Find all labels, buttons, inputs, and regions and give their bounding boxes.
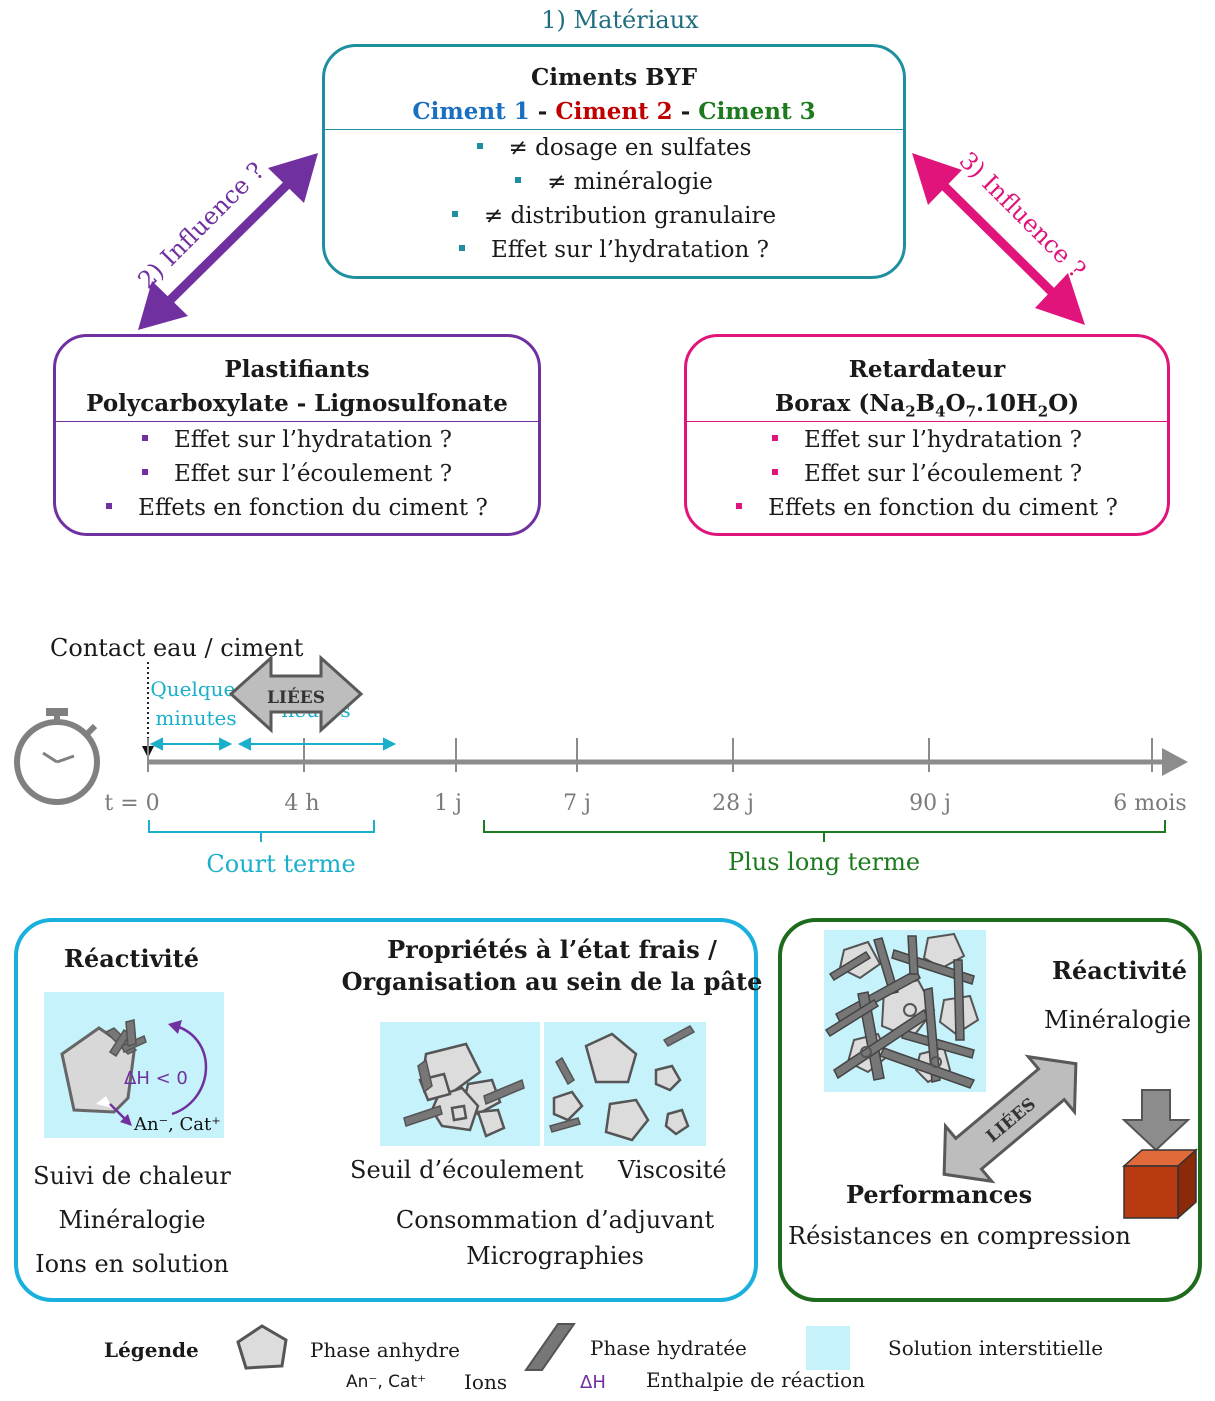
plastifiants-box: Plastifiants Polycarboxylate - Lignosulf… (53, 334, 541, 536)
hardened-paste-illustration (824, 930, 986, 1092)
legend-ions: Ions (464, 1370, 508, 1394)
liees-diagonal-arrow: LIÉES (942, 1054, 1078, 1184)
legend-solution: Solution interstitielle (888, 1336, 1104, 1360)
solution-legend-swatch (806, 1326, 850, 1370)
retardateur-bullets: Effet sur l’hydratation ? Effet sur l’éc… (687, 423, 1167, 525)
hydrate-needles (104, 1019, 147, 1058)
cements-box-title: Ciments BYF (530, 64, 698, 91)
reactivity-illustration: ΔH < 0 An⁻, Cat⁺ (44, 992, 224, 1138)
bullet-item: Effet sur l’hydratation ? (325, 233, 903, 267)
props-title-line2: Organisation au sein de la pâte (341, 967, 763, 996)
cements-list: Ciment 1 - Ciment 2 - Ciment 3 (325, 97, 903, 126)
liees-label-short: LIÉES (267, 687, 325, 708)
list-item: Minéralogie (58, 1206, 206, 1234)
axis-ticks (147, 738, 1153, 772)
paste-illustrations (380, 1022, 706, 1146)
court-brace (148, 820, 375, 842)
influence-arrow-2 (138, 153, 318, 330)
list-item: Ions en solution (35, 1250, 229, 1278)
short-arrows (149, 737, 397, 751)
cement-sep: - (537, 98, 548, 125)
delta-h-label: ΔH < 0 (124, 1068, 188, 1089)
tick-label: t = 0 (104, 791, 159, 816)
divider (325, 129, 903, 130)
ions-label: An⁻, Cat⁺ (133, 1114, 221, 1135)
liees-dbl-arrow: LIÉES (229, 654, 363, 734)
cement-sep: - (680, 98, 691, 125)
section-title: 1) Matériaux (541, 6, 699, 34)
viscosite-label: Viscosité (618, 1156, 727, 1184)
performances-heading: Performances (846, 1180, 1033, 1209)
hydrate-legend-icon (524, 1323, 576, 1371)
micro-label: Micrographies (466, 1242, 644, 1270)
plastifiants-subtitle: Polycarboxylate - Lignosulfonate (86, 390, 508, 417)
long-brace (483, 820, 1166, 842)
heat-arrow (171, 1024, 208, 1116)
props-title: Propriétés à l’état frais / Organisation… (322, 934, 782, 998)
legend-enthalpie: Enthalpie de réaction (646, 1368, 865, 1392)
props-title-line1: Propriétés à l’état frais / (387, 935, 717, 964)
anhydrous-legend-icon (236, 1324, 288, 1370)
bullet-item: Effet sur l’écoulement ? (687, 457, 1167, 491)
ion-arrow (109, 1103, 127, 1121)
stopwatch-icon (14, 708, 100, 805)
cement-3: Ciment 3 (698, 98, 816, 125)
divider (56, 421, 538, 422)
bullet-item: Effet sur l’hydratation ? (56, 423, 538, 457)
influence-arrows: 2) Influence ? 3) Influence ? (132, 146, 1091, 330)
bullet-item: Effet sur l’écoulement ? (56, 457, 538, 491)
time-axis-arrowhead (1162, 748, 1188, 776)
tick-labels: t = 0 4 h 1 j 7 j 28 j 90 j 6 mois (104, 791, 1186, 816)
long-terme-label: Plus long terme (728, 848, 920, 876)
compression-icon (1121, 1089, 1198, 1220)
short-label-1: Quelques (150, 677, 245, 701)
bullet-item: ≠ dosage en sulfates (325, 131, 903, 165)
bullet-item: ≠ minéralogie (325, 165, 903, 199)
legend-ions-symbol: An⁻, Cat⁺ (346, 1372, 427, 1392)
cement-1: Ciment 1 (412, 98, 530, 125)
cements-box: Ciments BYF Ciment 1 - Ciment 2 - Ciment… (322, 44, 906, 279)
seuil-label: Seuil d’écoulement (350, 1156, 584, 1184)
legend-hydratee: Phase hydratée (590, 1336, 747, 1360)
tick-label: 7 j (563, 791, 591, 816)
tick-label: 1 j (434, 791, 462, 816)
legend-anhydre: Phase anhydre (310, 1338, 460, 1362)
list-item: Suivi de chaleur (33, 1162, 231, 1190)
legend-dh-symbol: ΔH (580, 1372, 606, 1393)
influence-arrow-3 (912, 153, 1085, 325)
cement-2: Ciment 2 (555, 98, 673, 125)
bullet-item: ≠ distribution granulaire (325, 199, 903, 233)
long-reactivite-heading: Réactivité (1052, 956, 1187, 985)
short-label-2: minutes (155, 706, 236, 730)
resistances-label: Résistances en compression (788, 1222, 1131, 1250)
retardateur-box: Retardateur Borax (Na2B4O7.10H2O) Effet … (684, 334, 1170, 536)
plastifiants-bullets: Effet sur l’hydratation ? Effet sur l’éc… (56, 423, 538, 525)
tick-label: 6 mois (1113, 791, 1186, 816)
divider (687, 421, 1167, 422)
court-terme-label: Court terme (206, 850, 355, 878)
bullet-item: Effet sur l’hydratation ? (687, 423, 1167, 457)
timeline: Quelques minutes heures t = 0 4 h 1 j 7 … (14, 662, 1188, 878)
cements-bullets: ≠ dosage en sulfates ≠ minéralogie ≠ dis… (325, 131, 903, 267)
reactivite-heading: Réactivité (64, 944, 199, 973)
bullet-item: Effets en fonction du ciment ? (56, 491, 538, 525)
retardateur-title: Retardateur (848, 356, 1006, 383)
bullet-item: Effets en fonction du ciment ? (687, 491, 1167, 525)
cube-icon (1122, 1148, 1198, 1220)
down-arrow-icon (1121, 1089, 1191, 1152)
conso-label: Consommation d’adjuvant (395, 1206, 715, 1234)
legend-title: Légende (104, 1338, 199, 1362)
tick-label: 4 h (284, 791, 319, 816)
contact-label: Contact eau / ciment (50, 634, 304, 662)
tick-label: 28 j (712, 791, 754, 816)
reactivite-list: Suivi de chaleur Minéralogie Ions en sol… (20, 1154, 244, 1286)
retardateur-subtitle: Borax (Na2B4O7.10H2O) (774, 390, 1080, 421)
tick-label: 90 j (909, 791, 951, 816)
plastifiants-title: Plastifiants (224, 356, 370, 383)
long-mineralogie-label: Minéralogie (1044, 1006, 1192, 1034)
